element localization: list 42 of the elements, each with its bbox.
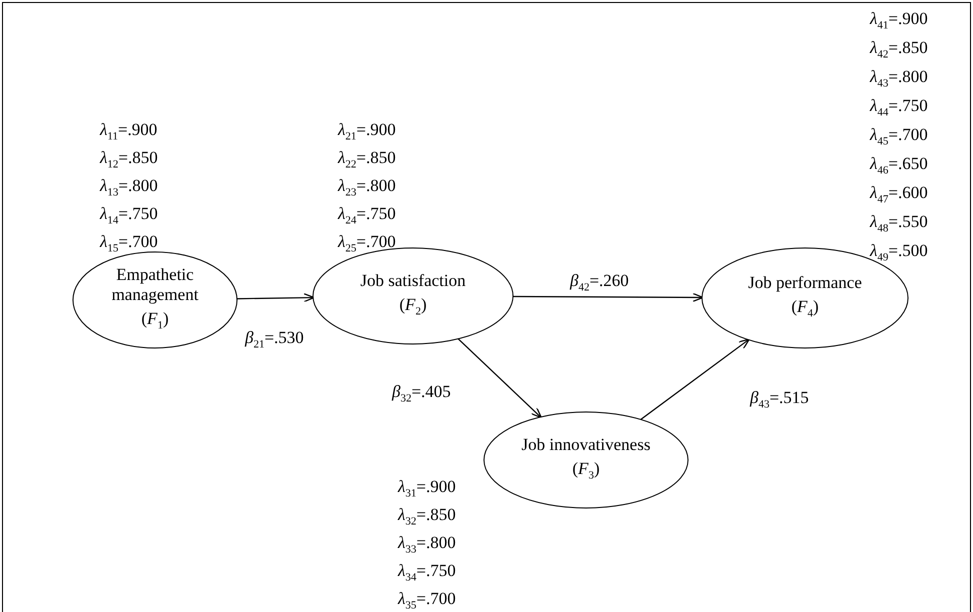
factor-loading: λ$_{23}$=.800	[338, 175, 396, 200]
factor-loading: λ$_{43}$=.800	[870, 66, 928, 91]
path-arrow	[236, 293, 315, 302]
path-arrow	[513, 292, 704, 302]
factor-name: Empathetic management	[110, 264, 200, 305]
factor-loading: λ$_{46}$=.650	[870, 153, 928, 178]
factor-loading: λ$_{15}$=.700	[100, 231, 158, 256]
factor-loading: λ$_{14}$=.750	[100, 203, 158, 228]
factor-symbol: (F$_{1}$)	[141, 308, 169, 334]
path-coefficient: β$_{42}$=.260	[570, 271, 629, 294]
factor-loading: λ$_{41}$=.900	[870, 8, 928, 33]
path-coefficient: β$_{43}$=.515	[750, 388, 809, 410]
factor-symbol: (F$_{3}$)	[572, 458, 600, 484]
factor-loading: λ$_{35}$=.700	[398, 588, 456, 612]
factor-loading: λ$_{32}$=.850	[398, 504, 456, 529]
factor-loading: λ$_{47}$=.600	[870, 182, 928, 207]
factor-loading: λ$_{33}$=.800	[398, 532, 456, 557]
latent-variable-ellipse	[484, 412, 688, 508]
factor-loading: λ$_{12}$=.850	[100, 147, 158, 172]
factor-name: Job innovativeness	[522, 434, 650, 455]
factor-loading: λ$_{25}$=.700	[338, 231, 396, 256]
factor-symbol: (F$_{4}$)	[791, 296, 819, 322]
factor-loading: λ$_{42}$=.850	[870, 37, 928, 62]
path-coefficient: β$_{21}$=.530	[245, 328, 304, 350]
factor-loading: λ$_{21}$=.900	[338, 119, 396, 144]
factor-loading: λ$_{24}$=.750	[338, 203, 396, 228]
path-coefficient: β$_{32}$=.405	[392, 382, 451, 404]
factor-loading: λ$_{34}$=.750	[398, 560, 456, 585]
factor-name: Job performance	[748, 272, 862, 293]
latent-variable-ellipse	[73, 252, 237, 348]
factor-loading: λ$_{11}$=.900	[100, 119, 158, 144]
factor-loading: λ$_{13}$=.800	[100, 175, 158, 200]
path-arrow	[640, 338, 750, 420]
factor-loading: λ$_{31}$=.900	[398, 476, 456, 501]
factor-name: Job satisfaction	[360, 270, 466, 291]
factor-loading: λ$_{49}$=.500	[870, 240, 928, 265]
factor-loading: λ$_{45}$=.700	[870, 124, 928, 149]
path-arrow	[458, 338, 542, 418]
factor-loading: λ$_{22}$=.850	[338, 147, 396, 172]
factor-loading: λ$_{44}$=.750	[870, 95, 928, 120]
factor-loading: λ$_{48}$=.550	[870, 211, 928, 236]
factor-symbol: (F$_{2}$)	[399, 294, 427, 320]
